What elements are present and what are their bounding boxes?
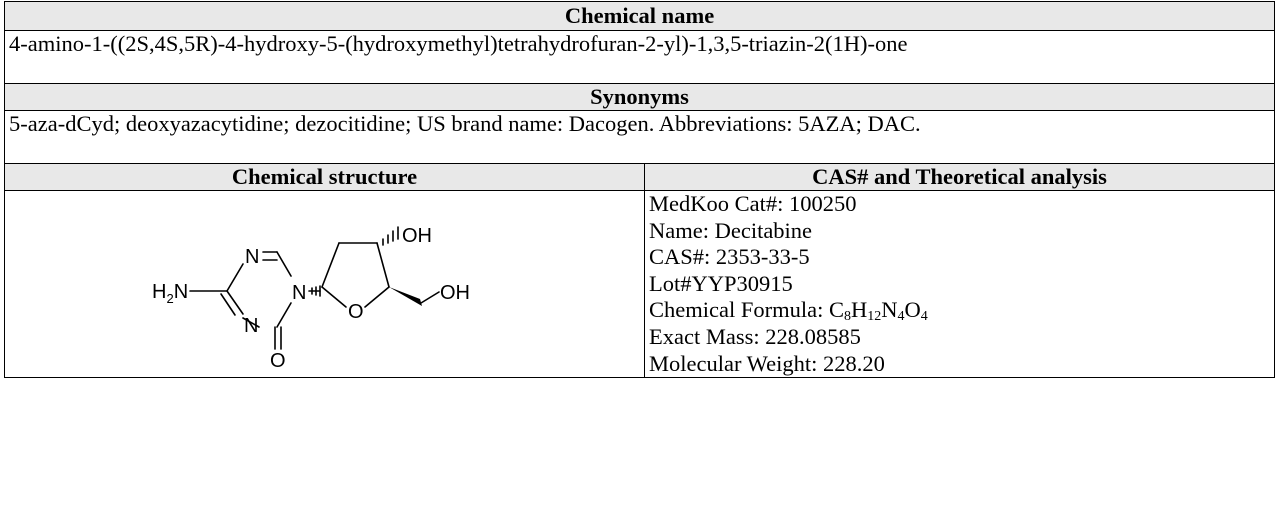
bond (364, 286, 390, 308)
chemical-formula: Chemical Formula: C8H12N4O4 (649, 297, 928, 325)
analysis-cell: MedKoo Cat#: 100250 Name: Decitabine CAS… (643, 189, 1276, 379)
bond (376, 242, 390, 288)
lot-number: Lot#YYP30915 (649, 270, 793, 296)
bond (226, 290, 244, 315)
chemical-name-value: 4-amino-1-((2S,4S,5R)-4-hydroxy-5-(hydro… (3, 30, 1276, 84)
bond (321, 286, 347, 308)
wedge-bond (389, 287, 422, 306)
bond (242, 317, 260, 328)
datasheet-table: Chemical name 4-amino-1-((2S,4S,5R)-4-hy… (3, 1, 1276, 379)
chemical-structure-cell: OH OH N N N H2N O O (4, 189, 645, 379)
atom-o-carbonyl: O (270, 350, 286, 371)
synonyms-value: 5-aza-dCyd; deoxyazacytidine; dezocitidi… (3, 110, 1276, 164)
cas-number: CAS#: 2353-33-5 (649, 244, 810, 270)
bond (321, 242, 340, 288)
chemical-structure-drawing: OH OH N N N H2N O O (152, 225, 470, 372)
atom-o-ring: O (348, 301, 364, 323)
compound-name: Name: Decitabine (649, 217, 813, 243)
molecular-weight: Molecular Weight: 228.20 (649, 350, 885, 376)
chemical-name-header: Chemical name (3, 1, 1276, 31)
atom-n-top: N (245, 246, 259, 268)
bond (420, 291, 440, 304)
synonyms-header: Synonyms (3, 83, 1276, 111)
atom-n-ring: N (292, 282, 306, 304)
bond (276, 251, 292, 277)
structure-header: Chemical structure (4, 163, 645, 191)
medkoo-cat: MedKoo Cat#: 100250 (649, 191, 857, 216)
atom-oh-side: OH (440, 282, 470, 304)
atom-n-bottom: N (244, 315, 258, 337)
exact-mass: Exact Mass: 228.08585 (649, 323, 861, 349)
atom-amine: H2N (152, 281, 188, 306)
analysis-header: CAS# and Theoretical analysis (643, 163, 1276, 191)
bond (220, 293, 236, 316)
atom-oh-top: OH (402, 225, 432, 247)
bond (226, 263, 244, 292)
bond (276, 302, 292, 328)
